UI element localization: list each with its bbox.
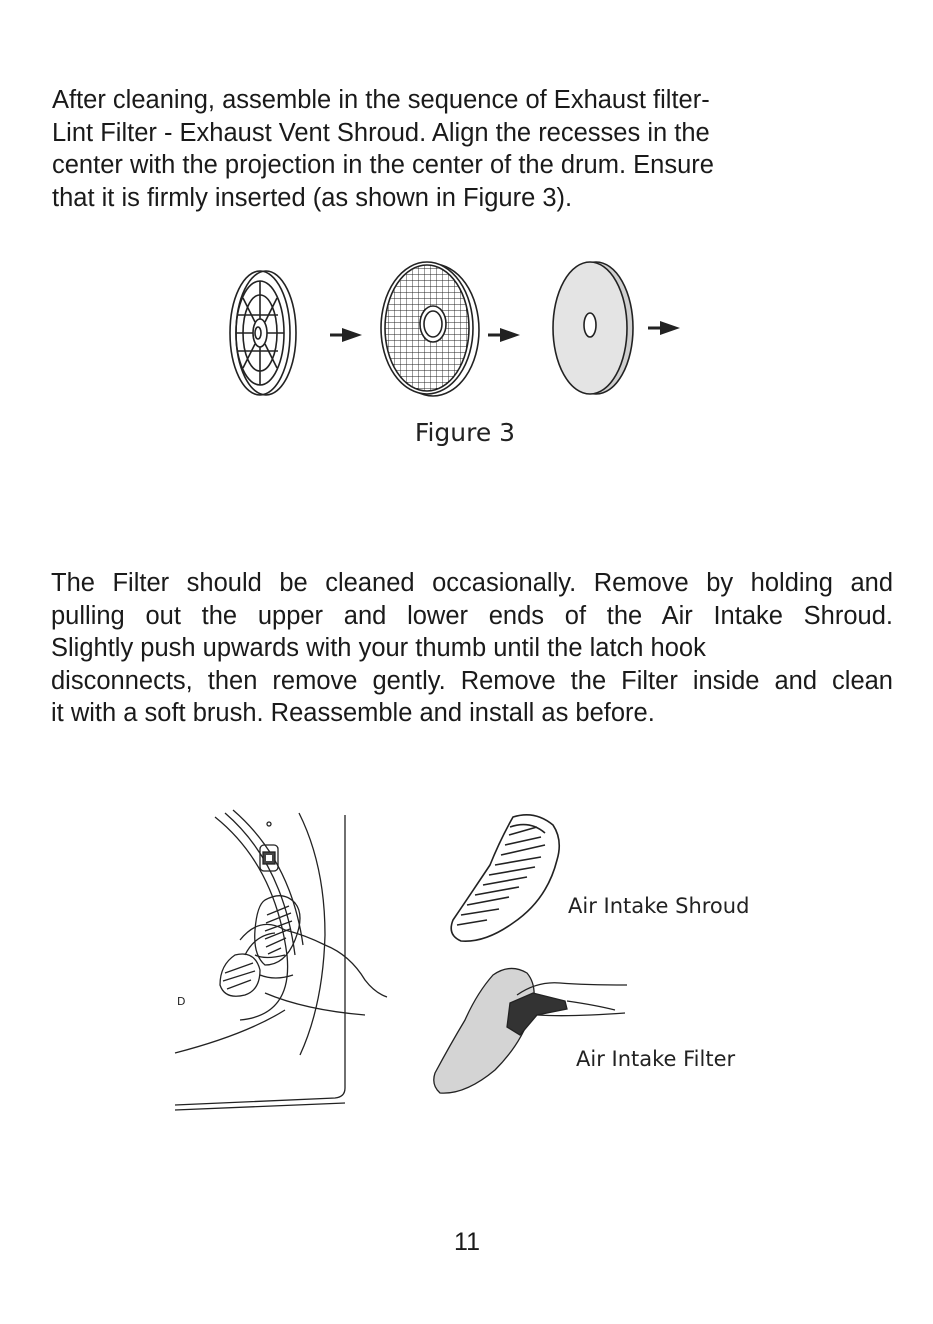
label-air-intake-filter: Air Intake Filter <box>576 1047 736 1071</box>
arrow-right-icon <box>488 328 520 342</box>
figure-3-assembly-sequence <box>229 261 680 397</box>
paragraph-line: pulling out the upper and lower ends of … <box>51 601 893 630</box>
dryer-door-hand-icon: D <box>174 809 388 1111</box>
exhaust-filter-icon <box>229 270 297 396</box>
svg-text:D: D <box>177 995 185 1008</box>
paragraph-line: Slightly push upwards with your thumb un… <box>51 634 706 662</box>
paragraph-line: Lint Filter - Exhaust Vent Shroud. Align… <box>52 118 710 147</box>
paragraph-filter-cleaning: The Filter should be cleaned occasionall… <box>51 567 893 730</box>
label-air-intake-shroud: Air Intake Shroud <box>568 894 750 918</box>
air-intake-filter-brush-icon <box>433 967 628 1094</box>
paragraph-line: it with a soft brush. Reassemble and ins… <box>51 699 655 727</box>
paragraph-line: center with the projection in the center… <box>52 151 714 179</box>
paragraph-assembly-instructions: After cleaning, assemble in the sequence… <box>52 84 812 214</box>
vent-shroud-icon <box>552 261 634 395</box>
page-number: 11 <box>454 1228 480 1256</box>
arrow-right-icon <box>330 328 362 342</box>
figure-caption: Figure 3 <box>414 418 516 447</box>
paragraph-line: that it is firmly inserted (as shown in … <box>52 183 573 212</box>
lint-filter-icon <box>380 261 480 397</box>
air-intake-shroud-icon <box>450 814 561 942</box>
arrow-right-icon <box>648 321 680 335</box>
paragraph-line: After cleaning, assemble in the sequence… <box>52 86 710 114</box>
paragraph-line: disconnects, then remove gently. Remove … <box>51 666 893 695</box>
paragraph-line: The Filter should be cleaned occasionall… <box>51 569 893 597</box>
figure-air-intake-removal: D <box>174 809 628 1111</box>
